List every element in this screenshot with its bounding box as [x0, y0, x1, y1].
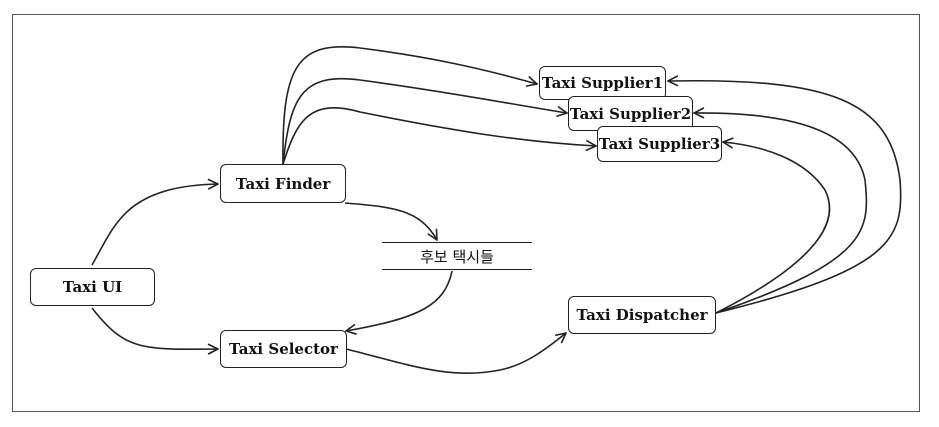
- taxi-supplier2-node: Taxi Supplier2: [568, 96, 693, 131]
- diagram-frame: [12, 14, 920, 412]
- edge-store-to-selector: [346, 270, 453, 331]
- taxi-dispatcher-node: Taxi Dispatcher: [568, 296, 716, 334]
- edge-finder-to-supplier3: [282, 107, 596, 165]
- taxi-ui-node: Taxi UI: [30, 268, 155, 306]
- taxi-selector-node: Taxi Selector: [220, 330, 347, 368]
- edge-ui-to-selector: [91, 307, 218, 349]
- taxi-supplier1-node: Taxi Supplier1: [539, 66, 666, 100]
- edge-dispatcher-to-supplier3: [715, 142, 831, 314]
- candidate-taxis-store: 후보 택시들: [382, 242, 532, 270]
- edge-dispatcher-to-supplier1: [668, 81, 902, 314]
- edge-finder-to-store: [344, 202, 437, 240]
- edge-finder-to-supplier2: [282, 77, 567, 165]
- edge-finder-to-supplier1: [282, 46, 537, 165]
- taxi-supplier3-node: Taxi Supplier3: [597, 126, 722, 162]
- edge-dispatcher-to-supplier2: [694, 113, 868, 314]
- taxi-finder-node: Taxi Finder: [220, 164, 346, 203]
- edge-selector-to-dispatcher: [345, 333, 566, 375]
- edge-ui-to-finder: [91, 184, 218, 266]
